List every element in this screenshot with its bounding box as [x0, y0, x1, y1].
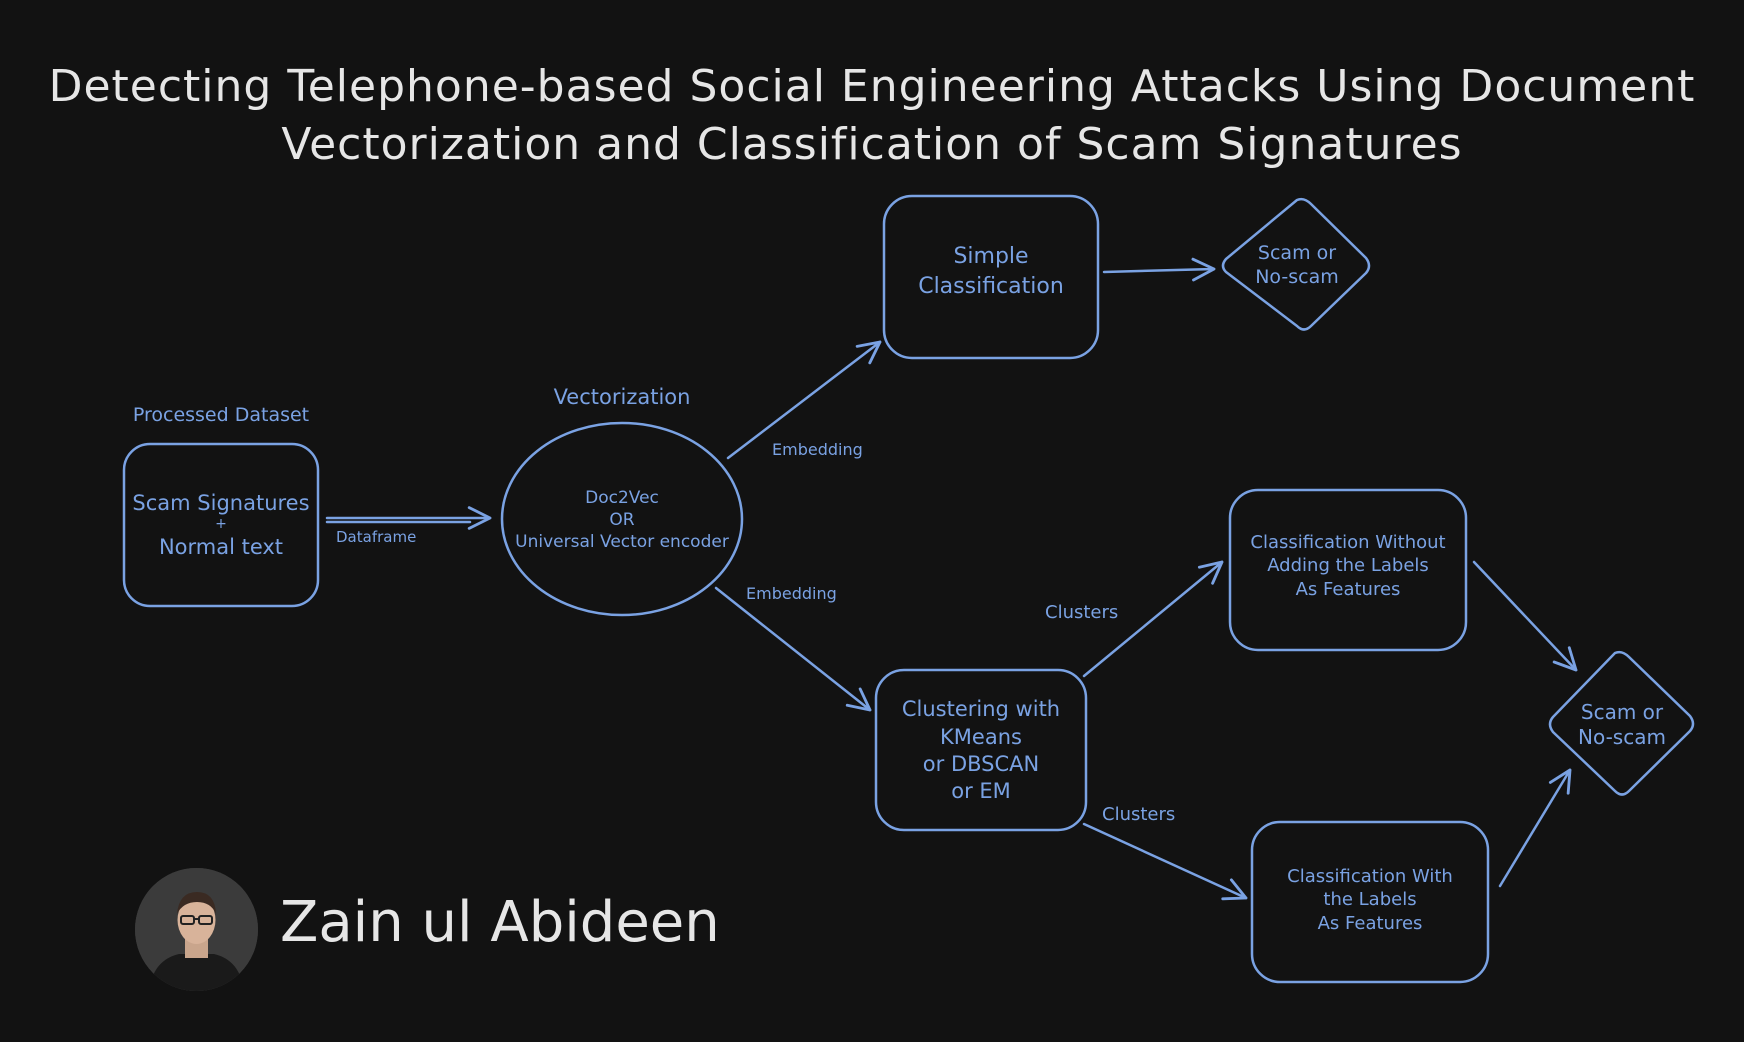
clustering-label: Clustering with KMeans or DBSCAN or EM: [876, 686, 1086, 816]
edge-vectorizer-to-simple: [726, 340, 882, 460]
edge-label-embedding-top: Embedding: [772, 440, 863, 459]
edge-label-clusters-bottom: Clusters: [1102, 804, 1176, 825]
classification-without-node: [1228, 488, 1468, 652]
without-line-1: Classification Without: [1250, 531, 1446, 553]
simple-line-1: Simple: [953, 244, 1029, 270]
clustering-line-2: KMeans: [940, 724, 1022, 749]
vectorizer-node: [500, 421, 744, 617]
dataset-node: [122, 442, 320, 608]
decision-top-node: [1221, 197, 1371, 331]
author-name: Zain ul Abideen: [280, 890, 720, 955]
dataset-label: Scam Signatures + Normal text: [124, 444, 318, 606]
with-line-3: As Features: [1317, 912, 1423, 934]
clustering-line-1: Clustering with: [901, 697, 1061, 722]
simple-line-2: Classification: [918, 274, 1064, 299]
edge-vectorizer-to-clustering: [714, 586, 872, 712]
title-line-1: Detecting Telephone-based Social Enginee…: [48, 61, 1696, 112]
edge-clustering-to-with: [1082, 822, 1248, 901]
decision-top-line-2: No-scam: [1255, 266, 1339, 288]
decision-right-label: Scam or No-scam: [1547, 690, 1697, 760]
dataset-line-1: Scam Signatures: [132, 491, 310, 515]
edge-label-embedding-bottom: Embedding: [746, 584, 837, 603]
edge-clustering-to-without: [1082, 560, 1224, 678]
decision-right-line-2: No-scam: [1578, 725, 1666, 749]
diagram-title: Detecting Telephone-based Social Enginee…: [0, 58, 1744, 174]
vectorization-heading: Vectorization: [553, 385, 691, 409]
title-line-2: Vectorization and Classification of Scam…: [281, 119, 1463, 170]
edge-without-to-decision: [1472, 560, 1578, 672]
clustering-line-3: or DBSCAN: [922, 752, 1040, 776]
edge-label-clusters-top: Clusters: [1045, 602, 1119, 623]
decision-top-label: Scam or No-scam: [1222, 232, 1372, 300]
decision-right-node: [1548, 650, 1695, 796]
decision-right-line-1: Scam or: [1580, 700, 1664, 724]
classification-with-node: [1250, 820, 1490, 984]
simple-classification-node: [882, 194, 1100, 360]
simple-classification-label: Simple Classification: [884, 196, 1098, 348]
edge-label-dataframe: Dataframe: [336, 528, 417, 546]
edge-with-to-decision: [1498, 768, 1572, 888]
with-line-1: Classification With: [1287, 865, 1453, 887]
without-line-2: Adding the Labels: [1267, 555, 1429, 577]
edge-simple-to-decision: [1102, 257, 1216, 282]
dataset-heading: Processed Dataset: [132, 404, 310, 426]
decision-top-line-1: Scam or: [1257, 242, 1337, 265]
person-avatar-icon: [135, 868, 258, 991]
classification-with-label: Classification With the Labels As Featur…: [1252, 860, 1488, 940]
vectorizer-label: Doc2Vec OR Universal Vector encoder: [502, 470, 742, 570]
dataset-line-2: +: [215, 516, 227, 533]
without-line-3: As Features: [1295, 578, 1401, 600]
clustering-line-4: or EM: [951, 779, 1011, 804]
vectorizer-line-3: Universal Vector encoder: [515, 532, 729, 553]
classification-without-label: Classification Without Adding the Labels…: [1230, 526, 1466, 606]
clustering-node: [874, 668, 1088, 832]
vectorizer-line-1: Doc2Vec: [585, 487, 659, 508]
dataset-line-3: Normal text: [158, 534, 284, 559]
with-line-2: the Labels: [1323, 889, 1417, 911]
vectorizer-line-2: OR: [609, 509, 635, 530]
